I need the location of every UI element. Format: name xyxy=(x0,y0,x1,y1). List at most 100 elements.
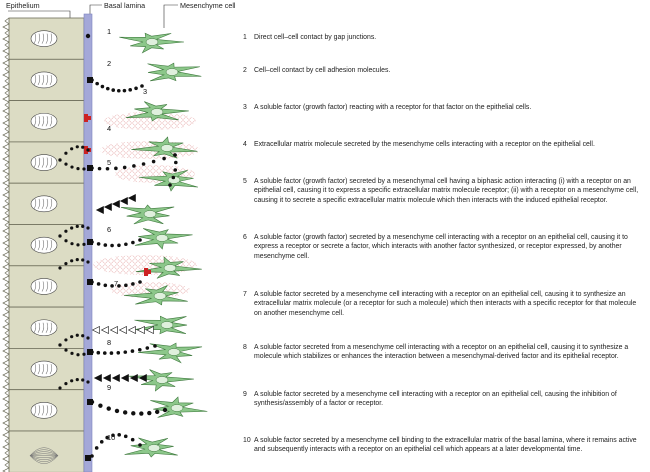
signal-arrow xyxy=(138,374,147,382)
mesenchyme-nucleus xyxy=(145,38,159,46)
epithelial-cell xyxy=(8,17,85,60)
growth-factor xyxy=(102,351,107,355)
chromatin-strand xyxy=(45,33,49,44)
matrix-molecule xyxy=(70,165,74,169)
legend-number: 6 xyxy=(243,234,247,241)
signal-molecule xyxy=(76,353,80,357)
growth-factor xyxy=(141,162,146,166)
chromatin-strand xyxy=(49,405,53,416)
legend-text: A soluble factor secreted by a mesenchym… xyxy=(254,291,637,317)
interaction-number: 7 xyxy=(114,279,118,288)
growth-factor xyxy=(131,282,135,286)
epithelial-cell xyxy=(8,306,85,349)
mesenchyme-cell xyxy=(135,256,202,279)
growth-factor xyxy=(117,243,121,248)
chromatin-strand xyxy=(33,198,37,210)
signal-molecule xyxy=(58,343,62,347)
legend-text: A soluble factor (growth factor) reactin… xyxy=(254,104,532,111)
signal-molecule xyxy=(86,380,90,384)
adhesion-molecule xyxy=(105,86,110,91)
signal-arrow xyxy=(95,206,104,214)
mitotic-spindle xyxy=(29,447,59,464)
signal-molecule xyxy=(86,336,90,340)
mesenchyme-cell xyxy=(128,369,194,392)
signal-molecule xyxy=(86,260,90,264)
chromatin-strand xyxy=(37,405,41,416)
growth-factor xyxy=(124,242,128,247)
chromatin-strand xyxy=(37,116,41,127)
mesenchyme-cell xyxy=(137,342,203,364)
growth-factor xyxy=(130,349,135,353)
spindle-fiber xyxy=(29,453,59,456)
adhesion-molecule xyxy=(100,84,105,89)
growth-factor xyxy=(96,350,101,355)
matrix-molecule xyxy=(70,147,74,151)
chromatin-strand xyxy=(37,33,41,44)
growth-factor xyxy=(90,280,94,284)
inhibitory-factor xyxy=(139,411,144,416)
mesenchyme-nucleus xyxy=(153,292,167,300)
epithelium-label: Epithelium xyxy=(6,1,40,10)
chromatin-strand xyxy=(49,363,53,375)
growth-factor xyxy=(174,160,178,165)
matrix-molecule xyxy=(81,145,85,149)
legend-text: Extracellular matrix molecule secreted b… xyxy=(254,141,595,148)
growth-factor xyxy=(153,344,157,348)
inhibitory-factor xyxy=(98,403,103,408)
signal-molecule xyxy=(81,378,85,382)
chromatin-strand xyxy=(45,116,49,127)
interaction-number: 3 xyxy=(143,87,147,96)
legend-item-8: 8 A soluble factor secreted from a mesen… xyxy=(243,343,645,362)
chromatin-strand xyxy=(45,198,49,210)
growth-factor xyxy=(151,159,156,164)
adhesion-molecule xyxy=(90,78,94,82)
nucleus xyxy=(30,360,58,378)
growth-factor xyxy=(99,440,104,444)
interaction-number: 9 xyxy=(107,383,111,392)
growth-factor xyxy=(94,446,99,450)
signal-molecule xyxy=(82,352,86,356)
chromatin-strand xyxy=(33,363,37,375)
adhesion-molecule xyxy=(95,81,99,86)
chromatin-strand xyxy=(45,74,49,86)
chromatin-strand xyxy=(49,240,53,251)
signal-molecule xyxy=(64,262,68,266)
basal-lamina-label: Basal lamina xyxy=(104,1,145,10)
legend-number: 7 xyxy=(243,291,247,298)
inhibitory-factor xyxy=(89,399,95,405)
legend-item-9: 9 A soluble factor secreted by a mesench… xyxy=(243,390,645,409)
growth-factor xyxy=(171,175,176,180)
chromatin-strand xyxy=(41,322,45,333)
gap-junction xyxy=(85,33,91,39)
legend-text: Direct cell–cell contact by gap junction… xyxy=(254,34,377,41)
mesenchyme-cell xyxy=(124,285,188,306)
nucleus xyxy=(30,402,58,419)
legend-text: Cell–cell contact by cell adhesion molec… xyxy=(254,67,391,74)
chromatin-strand xyxy=(37,157,41,168)
chromatin-strand xyxy=(49,157,53,168)
mesenchyme-nucleus xyxy=(150,108,164,116)
epithelial-cell xyxy=(8,224,85,267)
signal-molecule xyxy=(76,243,80,247)
chromatin-strand xyxy=(33,33,37,44)
interaction-number: 4 xyxy=(107,124,111,133)
growth-factor xyxy=(110,243,114,248)
growth-factor xyxy=(105,166,110,171)
growth-factor xyxy=(105,435,109,440)
signal-molecule xyxy=(64,229,68,233)
signal-arrow xyxy=(91,326,100,334)
mesenchyme-layer xyxy=(119,32,208,458)
legend-text: A soluble factor secreted by a mesenchym… xyxy=(254,391,617,408)
inhibitory-factor xyxy=(154,409,160,415)
matrix-molecule xyxy=(86,148,90,152)
interaction-number: 8 xyxy=(107,338,111,347)
signal-molecule xyxy=(64,338,68,342)
growth-factor xyxy=(90,240,94,244)
epithelium-layer xyxy=(2,17,85,472)
legend-item-5: 5 A soluble factor (growth factor) secre… xyxy=(243,177,645,205)
interaction-number: 6 xyxy=(107,225,111,234)
nucleus xyxy=(30,195,58,213)
growth-factor xyxy=(111,433,115,438)
chromatin-strand xyxy=(41,74,45,86)
legend-item-2: 2 Cell–cell contact by cell adhesion mol… xyxy=(243,66,645,75)
